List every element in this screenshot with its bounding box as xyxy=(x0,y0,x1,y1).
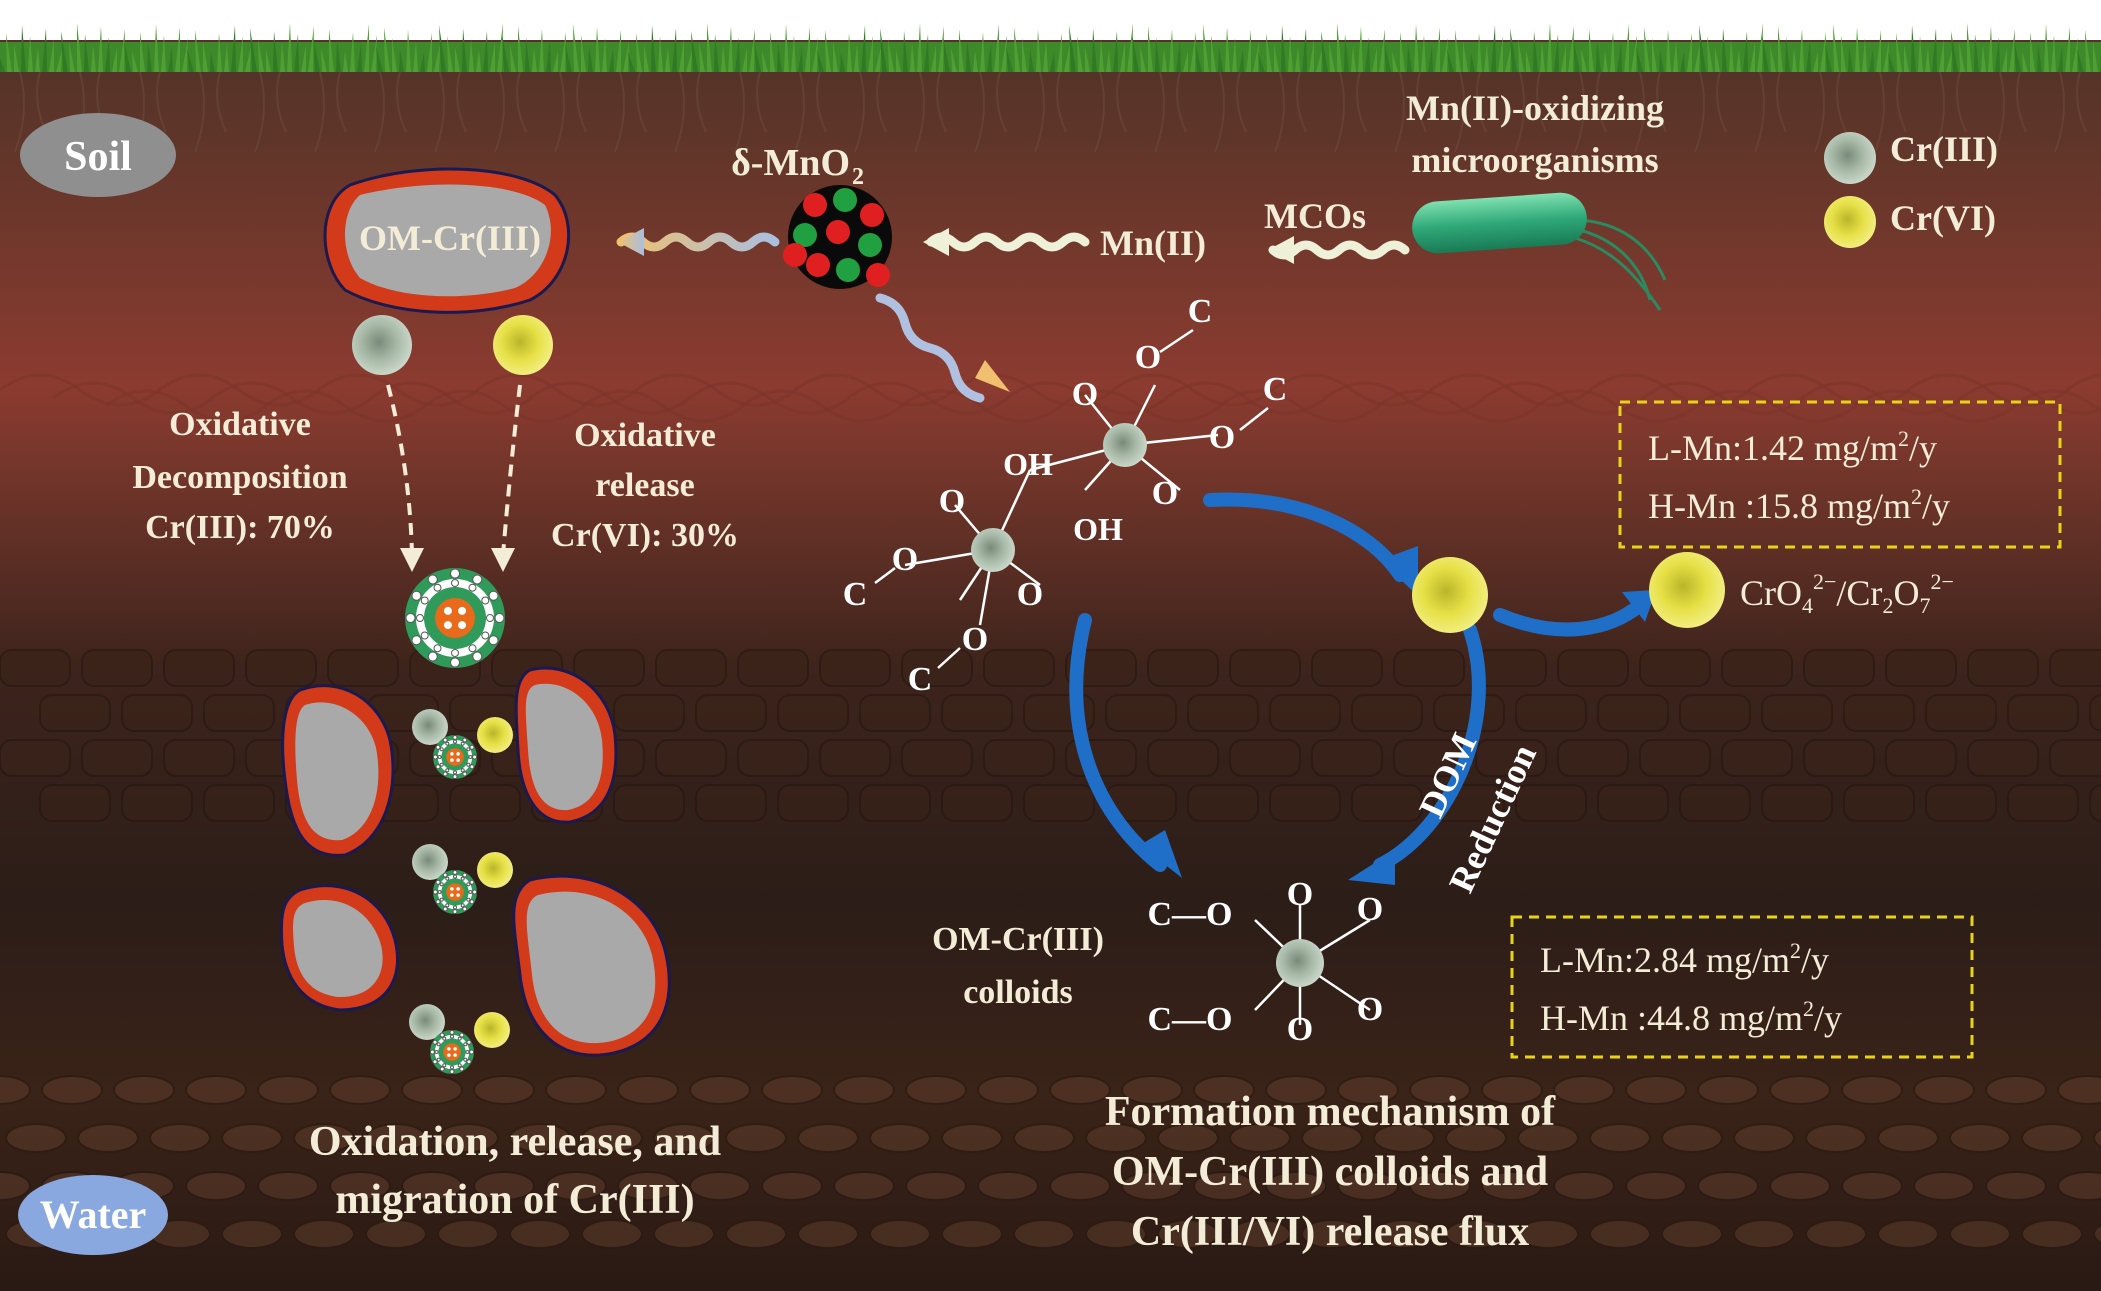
bacterium-icon xyxy=(1412,192,1667,311)
soil-layer-badge xyxy=(20,113,176,197)
svg-text:O: O xyxy=(1017,576,1043,613)
svg-text:O: O xyxy=(1357,991,1383,1028)
svg-text:C—O: C—O xyxy=(1148,896,1233,933)
flux-box-cr3-line1: L-Mn:2.84 mg/m2/y xyxy=(1540,938,1829,980)
caption-right-line2: OM-Cr(III) colloids and xyxy=(1112,1149,1548,1195)
mcos-label: MCOs xyxy=(1264,196,1366,236)
ox-decomp-line2: Decomposition xyxy=(132,459,347,496)
dashed-arrow-cr3-head xyxy=(400,548,424,572)
water-layer-badge xyxy=(18,1175,168,1255)
ox-release-line1: Oxidative xyxy=(574,417,716,454)
caption-left-line2: migration of Cr(III) xyxy=(335,1177,694,1223)
caption-left-line1: Oxidation, release, and xyxy=(309,1119,721,1165)
caption-right-line3: Cr(III/VI) release flux xyxy=(1131,1209,1529,1255)
mno2-label-sub: 2 xyxy=(852,164,864,190)
microbe-label-line2: microorganisms xyxy=(1411,140,1658,180)
svg-text:OH: OH xyxy=(1073,511,1123,547)
legend-cr6-marker xyxy=(1824,196,1876,248)
ox-release-line2: release xyxy=(595,467,694,504)
water-layer-label: Water xyxy=(40,1192,147,1237)
blue-arrow-to-colloid-head xyxy=(1140,830,1182,878)
om-core-low-right xyxy=(526,891,656,1044)
microbe-label-line1: Mn(II)-oxidizing xyxy=(1406,88,1664,128)
mno2-label: δ-MnO xyxy=(731,142,850,184)
flux-box-cr6: L-Mn:1.42 mg/m2/y H-Mn :15.8 mg/m2/y xyxy=(1618,400,2062,549)
cr3-sphere-left xyxy=(352,315,412,375)
colloid-label-line2: colloids xyxy=(963,974,1073,1011)
cr3-complex-colloid: O O O O C—O C—O xyxy=(1148,876,1384,1048)
cr6-sphere-left xyxy=(493,315,553,375)
svg-text:O: O xyxy=(1287,876,1313,913)
om-cr3-top-label: OM-Cr(III) xyxy=(359,218,541,258)
caption-right-line1: Formation mechanism of xyxy=(1105,1089,1556,1135)
dashed-arrow-cr6-head xyxy=(491,548,515,572)
svg-text:O: O xyxy=(962,621,988,658)
svg-text:O: O xyxy=(1135,339,1161,376)
flux-box-cr3: L-Mn:2.84 mg/m2/y H-Mn :44.8 mg/m2/y xyxy=(1510,915,1974,1059)
blue-arrow-reduction-head xyxy=(1348,850,1395,885)
grass xyxy=(0,23,2101,153)
om-cr3-core-top xyxy=(345,184,551,297)
ox-decomp-line1: Oxidative xyxy=(169,406,311,443)
cr6-chromate-sphere xyxy=(1649,552,1725,628)
chromate-label: CrO42−/Cr2O72− xyxy=(1740,569,1954,618)
mn2-label: Mn(II) xyxy=(1100,223,1206,263)
colloid-label-line1: OM-Cr(III) xyxy=(932,921,1104,958)
blue-arrow-to-cr6-head xyxy=(1380,546,1418,596)
om-core-mid-left xyxy=(295,702,379,841)
svg-text:O: O xyxy=(1152,475,1178,512)
svg-text:O: O xyxy=(892,541,918,578)
cr6-released-sphere xyxy=(1412,557,1488,633)
om-core-low-left xyxy=(293,899,383,998)
legend-cr3-label: Cr(III) xyxy=(1890,129,1998,169)
dashed-arrow-cr6 xyxy=(501,384,522,556)
svg-text:C—O: C—O xyxy=(1148,1001,1233,1038)
svg-text:O: O xyxy=(1209,419,1235,456)
dashed-arrow-cr3 xyxy=(386,384,414,556)
flux-box-cr6-line1: L-Mn:1.42 mg/m2/y xyxy=(1648,426,1937,468)
svg-text:C: C xyxy=(1188,293,1213,330)
legend-cr3-marker xyxy=(1824,132,1876,184)
colloid-micelle-large xyxy=(405,568,505,668)
soil-layer-label: Soil xyxy=(64,134,132,180)
svg-text:O: O xyxy=(1287,1011,1313,1048)
flux-box-cr3-line2: H-Mn :44.8 mg/m2/y xyxy=(1540,996,1842,1038)
svg-text:C: C xyxy=(1263,371,1288,408)
blue-arrow-reduction xyxy=(1373,623,1486,872)
legend: Cr(III) Cr(VI) xyxy=(1824,129,1998,248)
ox-release-line3: Cr(VI): 30% xyxy=(551,517,739,554)
legend-cr6-label: Cr(VI) xyxy=(1890,198,1996,238)
svg-text:O: O xyxy=(939,483,965,520)
wavy-arrows xyxy=(616,228,1410,403)
om-core-mid-right xyxy=(525,683,603,811)
blue-arrow-to-chromate xyxy=(1493,598,1647,637)
svg-text:C: C xyxy=(843,576,868,613)
svg-text:O: O xyxy=(1072,376,1098,413)
svg-text:O: O xyxy=(1357,891,1383,928)
sky-strip xyxy=(0,0,2101,40)
blue-arrow-to-colloid xyxy=(1069,613,1167,872)
small-colloid-clusters xyxy=(409,709,513,1075)
ox-decomp-line3: Cr(III): 70% xyxy=(145,509,335,546)
svg-text:C: C xyxy=(908,661,933,698)
mno2-cluster xyxy=(783,185,892,289)
blue-arrow-to-chromate-head xyxy=(1622,590,1656,622)
flux-box-cr6-line2: H-Mn :15.8 mg/m2/y xyxy=(1648,484,1950,526)
